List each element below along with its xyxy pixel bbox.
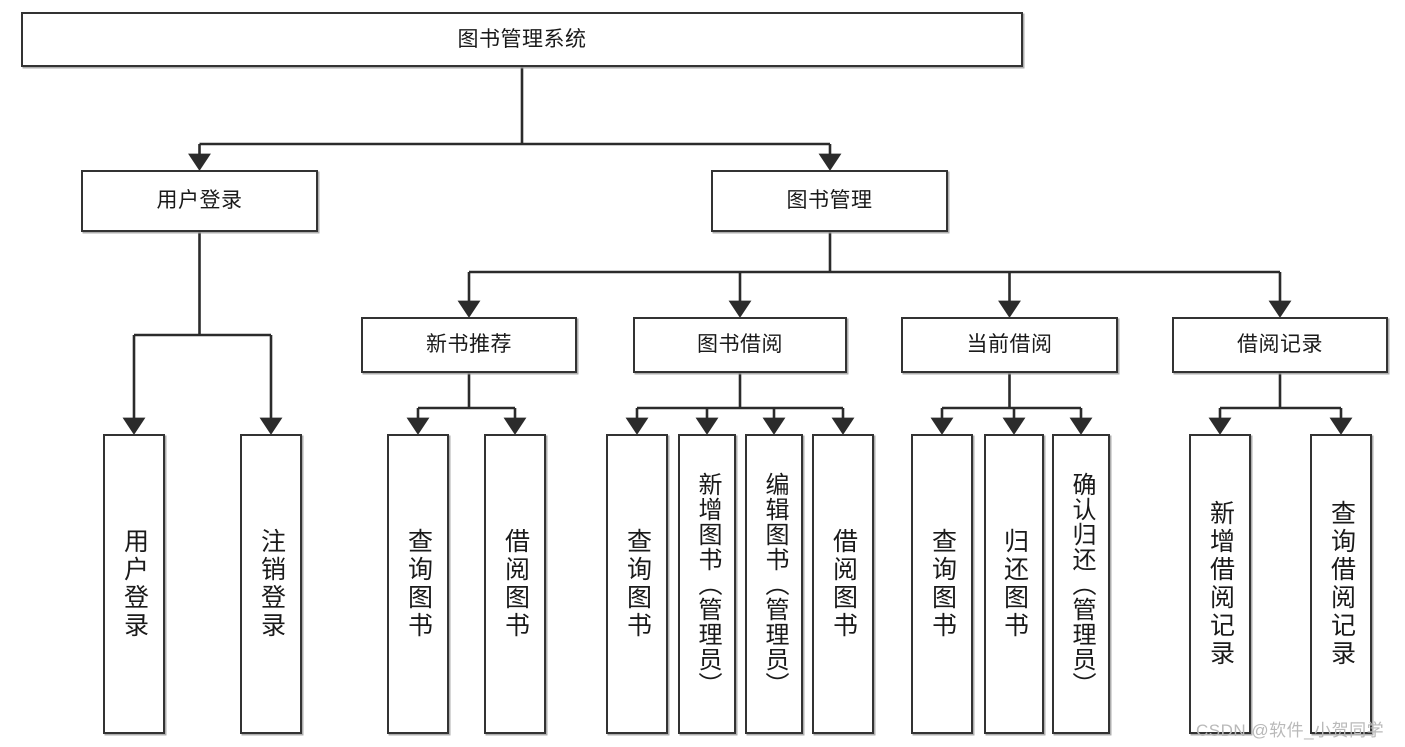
node-leaf-edit-book-label: 编辑图书（管理员） [761,471,788,697]
node-leaf-add-record[interactable]: 新增借阅记录 [1189,434,1251,734]
node-leaf-user-logout-label: 注销登录 [257,528,286,640]
node-leaf-borrow-book-1[interactable]: 借阅图书 [484,434,546,734]
node-leaf-edit-book[interactable]: 编辑图书（管理员） [745,434,803,734]
node-book-borrow[interactable]: 图书借阅 [633,317,847,373]
node-leaf-return-book-label: 归还图书 [1000,528,1029,640]
node-root-label: 图书管理系统 [457,27,587,51]
node-leaf-query-record-label: 查询借阅记录 [1327,500,1356,668]
node-leaf-query-book-1[interactable]: 查询图书 [387,434,449,734]
node-leaf-return-book[interactable]: 归还图书 [984,434,1044,734]
node-leaf-user-login[interactable]: 用户登录 [103,434,165,734]
node-leaf-query-book-2-label: 查询图书 [623,528,652,640]
node-borrow-record[interactable]: 借阅记录 [1172,317,1388,373]
node-leaf-confirm-return[interactable]: 确认归还（管理员） [1052,434,1110,734]
node-leaf-query-book-2[interactable]: 查询图书 [606,434,668,734]
node-leaf-add-record-label: 新增借阅记录 [1206,500,1235,668]
node-leaf-borrow-book-2[interactable]: 借阅图书 [812,434,874,734]
watermark-text: CSDN @软件_小贺同学 [1196,721,1385,740]
node-leaf-borrow-book-2-label: 借阅图书 [829,528,858,640]
node-book-manage-label: 图书管理 [786,189,873,213]
node-leaf-query-book-3-label: 查询图书 [928,528,957,640]
node-root[interactable]: 图书管理系统 [21,12,1023,67]
node-leaf-borrow-book-1-label: 借阅图书 [501,528,530,640]
node-new-book-rec-label: 新书推荐 [426,333,512,357]
node-leaf-add-book[interactable]: 新增图书（管理员） [678,434,736,734]
node-new-book-rec[interactable]: 新书推荐 [361,317,577,373]
node-current-borrow-label: 当前借阅 [966,333,1053,357]
node-borrow-record-label: 借阅记录 [1237,333,1323,357]
node-leaf-user-login-label: 用户登录 [120,528,149,640]
node-current-borrow[interactable]: 当前借阅 [901,317,1118,373]
node-book-manage[interactable]: 图书管理 [711,170,948,232]
node-user-login-label: 用户登录 [156,189,243,213]
node-leaf-query-book-1-label: 查询图书 [404,528,433,640]
node-leaf-confirm-return-label: 确认归还（管理员） [1068,471,1095,697]
node-leaf-query-record[interactable]: 查询借阅记录 [1310,434,1372,734]
node-leaf-query-book-3[interactable]: 查询图书 [911,434,973,734]
node-leaf-user-logout[interactable]: 注销登录 [240,434,302,734]
node-user-login[interactable]: 用户登录 [81,170,318,232]
node-book-borrow-label: 图书借阅 [697,333,783,357]
node-leaf-add-book-label: 新增图书（管理员） [694,471,721,697]
